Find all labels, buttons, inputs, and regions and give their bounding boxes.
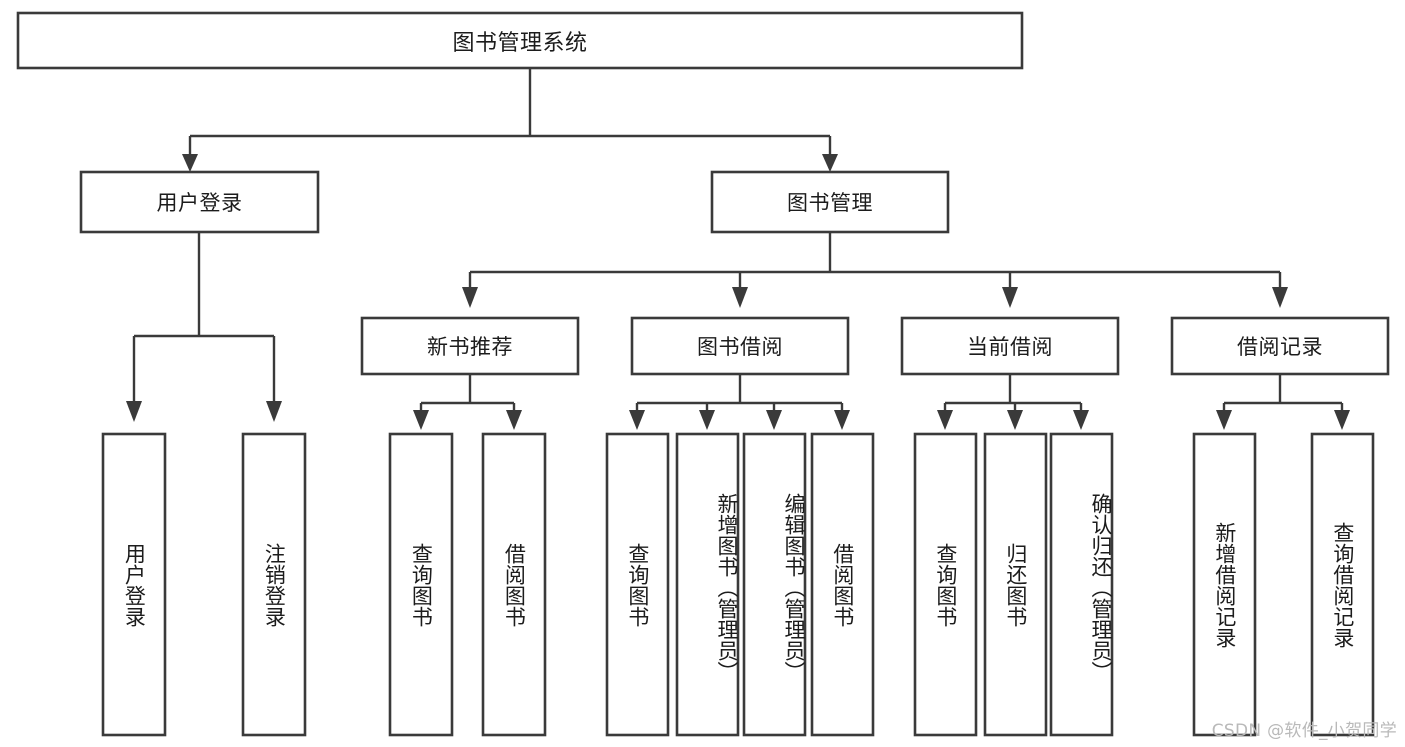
arrowhead-current-borrow — [1002, 287, 1018, 308]
arrowhead-br-leaf-2 — [1334, 410, 1350, 430]
arrowhead-leaf-logout — [266, 401, 282, 422]
arrowhead-br-leaf-1 — [1216, 410, 1232, 430]
leaf-box-nb-query-book[interactable] — [388, 432, 454, 737]
arrowhead-cb-leaf-2 — [1007, 410, 1023, 430]
arrowhead-nb-leaf-2 — [506, 410, 522, 430]
leaf-box-logout[interactable] — [241, 432, 307, 737]
arrowhead-leaf-user-login — [126, 401, 142, 422]
node-book-borrow-box[interactable] — [630, 316, 850, 376]
leaf-box-bb-borrow-book[interactable] — [810, 432, 875, 737]
leaf-box-cb-confirm-return[interactable] — [1049, 432, 1114, 737]
arrowhead-borrow-record — [1272, 287, 1288, 308]
node-root-box[interactable] — [16, 11, 1024, 70]
arrowhead-nb-leaf-1 — [413, 410, 429, 430]
leaf-box-cb-query-book[interactable] — [913, 432, 978, 737]
leaf-box-bb-query-book[interactable] — [605, 432, 670, 737]
node-new-book-box[interactable] — [360, 316, 580, 376]
watermark-text: CSDN @软件_小贺同学 — [1211, 721, 1397, 741]
arrowhead-book-manage — [822, 154, 838, 172]
arrowhead-bb-leaf-1 — [629, 410, 645, 430]
node-user-login-box[interactable] — [79, 170, 320, 234]
arrowhead-book-borrow — [732, 287, 748, 308]
arrowhead-new-book — [462, 287, 478, 308]
node-current-borrow-box[interactable] — [900, 316, 1120, 376]
arrowhead-bb-leaf-4 — [834, 410, 850, 430]
arrowhead-cb-leaf-1 — [937, 410, 953, 430]
leaf-box-user-login[interactable] — [101, 432, 167, 737]
leaf-box-bb-add-book[interactable] — [675, 432, 740, 737]
leaf-box-bb-edit-book[interactable] — [742, 432, 807, 737]
arrowhead-cb-leaf-3 — [1073, 410, 1089, 430]
node-book-manage-box[interactable] — [710, 170, 950, 234]
node-borrow-record-box[interactable] — [1170, 316, 1390, 376]
leaf-box-cb-return-book[interactable] — [983, 432, 1048, 737]
leaf-box-nb-borrow-book[interactable] — [481, 432, 547, 737]
leaf-box-br-query-record[interactable] — [1310, 432, 1375, 737]
arrowhead-user-login — [182, 154, 198, 172]
leaf-box-br-add-record[interactable] — [1192, 432, 1257, 737]
arrowhead-bb-leaf-2 — [699, 410, 715, 430]
arrowhead-bb-leaf-3 — [766, 410, 782, 430]
